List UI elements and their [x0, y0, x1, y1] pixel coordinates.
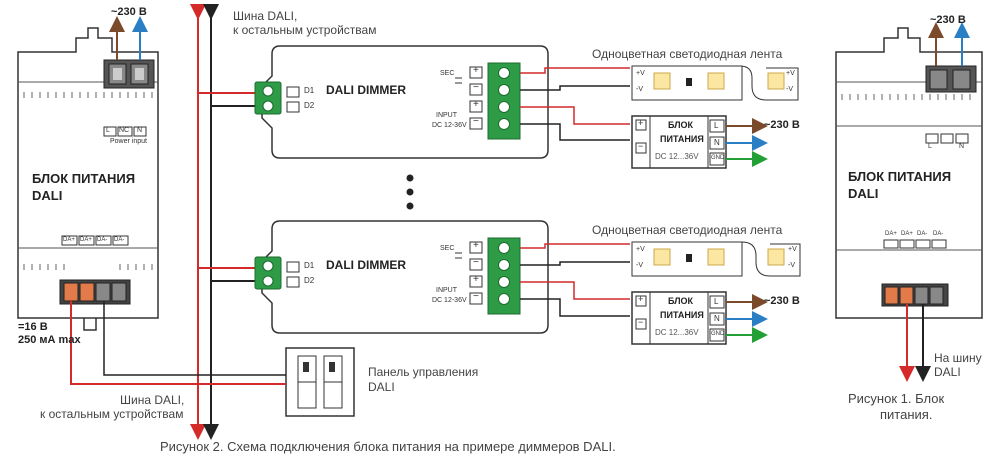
small-psu-2-gnd: GND [711, 331, 725, 337]
dimmer-1-d1: D1 [304, 86, 315, 95]
small-psu-2 [631, 291, 727, 345]
left-da-3: DA- [97, 237, 108, 243]
caption-fig1-1: Рисунок 1. Блок [848, 391, 945, 406]
right-psu-bus-1: На шину [934, 351, 982, 365]
caption-fig2: Рисунок 2. Схема подключения блока питан… [160, 439, 616, 454]
small-psu-1-plus: + [638, 118, 644, 128]
small-psu-2-plus: + [638, 294, 644, 304]
left-psu-title-2: DALI [32, 188, 63, 203]
led-2-vplus-end: +V [788, 246, 797, 253]
led-1-vplus-end: +V [786, 70, 795, 77]
dimmer-1-body [254, 45, 549, 159]
dimmer-2-plus-a: + [473, 240, 479, 251]
left-psu-term-nc: NC [119, 127, 130, 134]
dimmer-2-sec: SEC [440, 245, 455, 252]
small-psu-1-l: L [714, 121, 719, 130]
led-2-vplus: +V [636, 246, 645, 253]
left-psu-body [17, 27, 159, 331]
led-strip-2 [631, 241, 801, 277]
dimmer-1-dc: DC 12-36V [432, 122, 467, 129]
led-strip-1 [631, 65, 799, 101]
left-psu-term-l: L [106, 127, 110, 134]
right-psu-title-2: DALI [848, 186, 879, 201]
right-da-1: DA+ [885, 231, 897, 237]
left-da-4: DA- [114, 237, 125, 243]
dimmer-1-input: INPUT [436, 112, 457, 119]
left-psu-voltage: ~230 В [111, 6, 147, 18]
dimmer-1-d2: D2 [304, 101, 315, 110]
led-1-vminus-end: -V [786, 86, 793, 93]
right-psu-term-l: L [928, 143, 932, 150]
left-psu-output-1: =16 В [18, 321, 48, 333]
small-psu-2-dc: DC 12...36V [655, 328, 699, 337]
led-strip-1-label: Одноцветная светодиодная лента [592, 47, 783, 61]
dimmer-1-sec: SEC [440, 70, 455, 77]
small-psu-2-l: L [714, 297, 719, 306]
right-da-2: DA+ [901, 231, 913, 237]
led-2-vminus: -V [636, 262, 643, 269]
small-psu-1-voltage: ~230 В [764, 119, 800, 131]
small-psu-2-minus: − [638, 317, 644, 327]
led-2-vminus-end: -V [788, 262, 795, 269]
dimmer-2-dc: DC 12-36V [432, 297, 467, 304]
dimmer-2-d1: D1 [304, 261, 315, 270]
panel-label-1: Панель управления [368, 365, 479, 379]
right-psu-title-1: БЛОК ПИТАНИЯ [848, 169, 952, 184]
control-panel [285, 347, 355, 417]
bus-top-label-1: Шина DALI, [233, 9, 298, 23]
bus-top-label-2: к остальным устройствам [233, 23, 377, 37]
small-psu-1-gnd: GND [711, 155, 725, 161]
right-psu-term-n: N [959, 143, 965, 150]
bus-bottom-label-1: Шина DALI, [120, 393, 185, 407]
dimmer-2-minus-b: − [473, 291, 479, 302]
small-psu-1-line2: ПИТАНИЯ [660, 134, 704, 144]
small-psu-1-line1: БЛОК [668, 120, 694, 130]
small-psu-1-n: N [714, 138, 720, 147]
left-da-1: DA+ [63, 237, 75, 243]
led-1-vplus: +V [636, 70, 645, 77]
right-psu-body [835, 27, 983, 319]
small-psu-1-minus: − [638, 141, 644, 151]
dimmer-1-plus-a: + [473, 65, 479, 76]
dimmer-2-minus-a: − [473, 257, 479, 268]
dimmer-2-d2: D2 [304, 276, 315, 285]
right-da-4: DA- [933, 231, 944, 237]
led-1-vminus: -V [636, 86, 643, 93]
small-psu-1-dc: DC 12...36V [655, 152, 699, 161]
small-psu-2-line2: ПИТАНИЯ [660, 310, 704, 320]
small-psu-2-n: N [714, 314, 720, 323]
right-da-3: DA- [917, 231, 928, 237]
small-psu-1 [631, 115, 727, 169]
panel-label-2: DALI [368, 380, 395, 394]
dimmer-1-title: DALI DIMMER [326, 83, 406, 97]
led-strip-2-label: Одноцветная светодиодная лента [592, 223, 783, 237]
dimmer-1-minus-b: − [473, 116, 479, 127]
small-psu-2-voltage: ~230 В [764, 295, 800, 307]
left-psu-output-2: 250 мА max [18, 334, 81, 346]
dimmer-2-plus-b: + [473, 274, 479, 285]
right-psu-bus-2: DALI [934, 365, 961, 379]
dimmer-1-minus-a: − [473, 82, 479, 93]
caption-fig1-2: питания. [880, 407, 933, 422]
dimmer-2-body [254, 220, 549, 334]
left-psu-title-1: БЛОК ПИТАНИЯ [32, 171, 136, 186]
bus-bottom-label-2: к остальным устройствам [40, 407, 184, 421]
left-psu-term-n: N [137, 127, 143, 134]
dimmer-2-title: DALI DIMMER [326, 258, 406, 272]
dimmer-2-input: INPUT [436, 287, 457, 294]
left-da-2: DA+ [80, 237, 92, 243]
small-psu-2-line1: БЛОК [668, 296, 694, 306]
right-psu-voltage: ~230 В [930, 14, 966, 26]
dimmer-1-plus-b: + [473, 99, 479, 110]
power-input-label: Power input [110, 138, 147, 145]
